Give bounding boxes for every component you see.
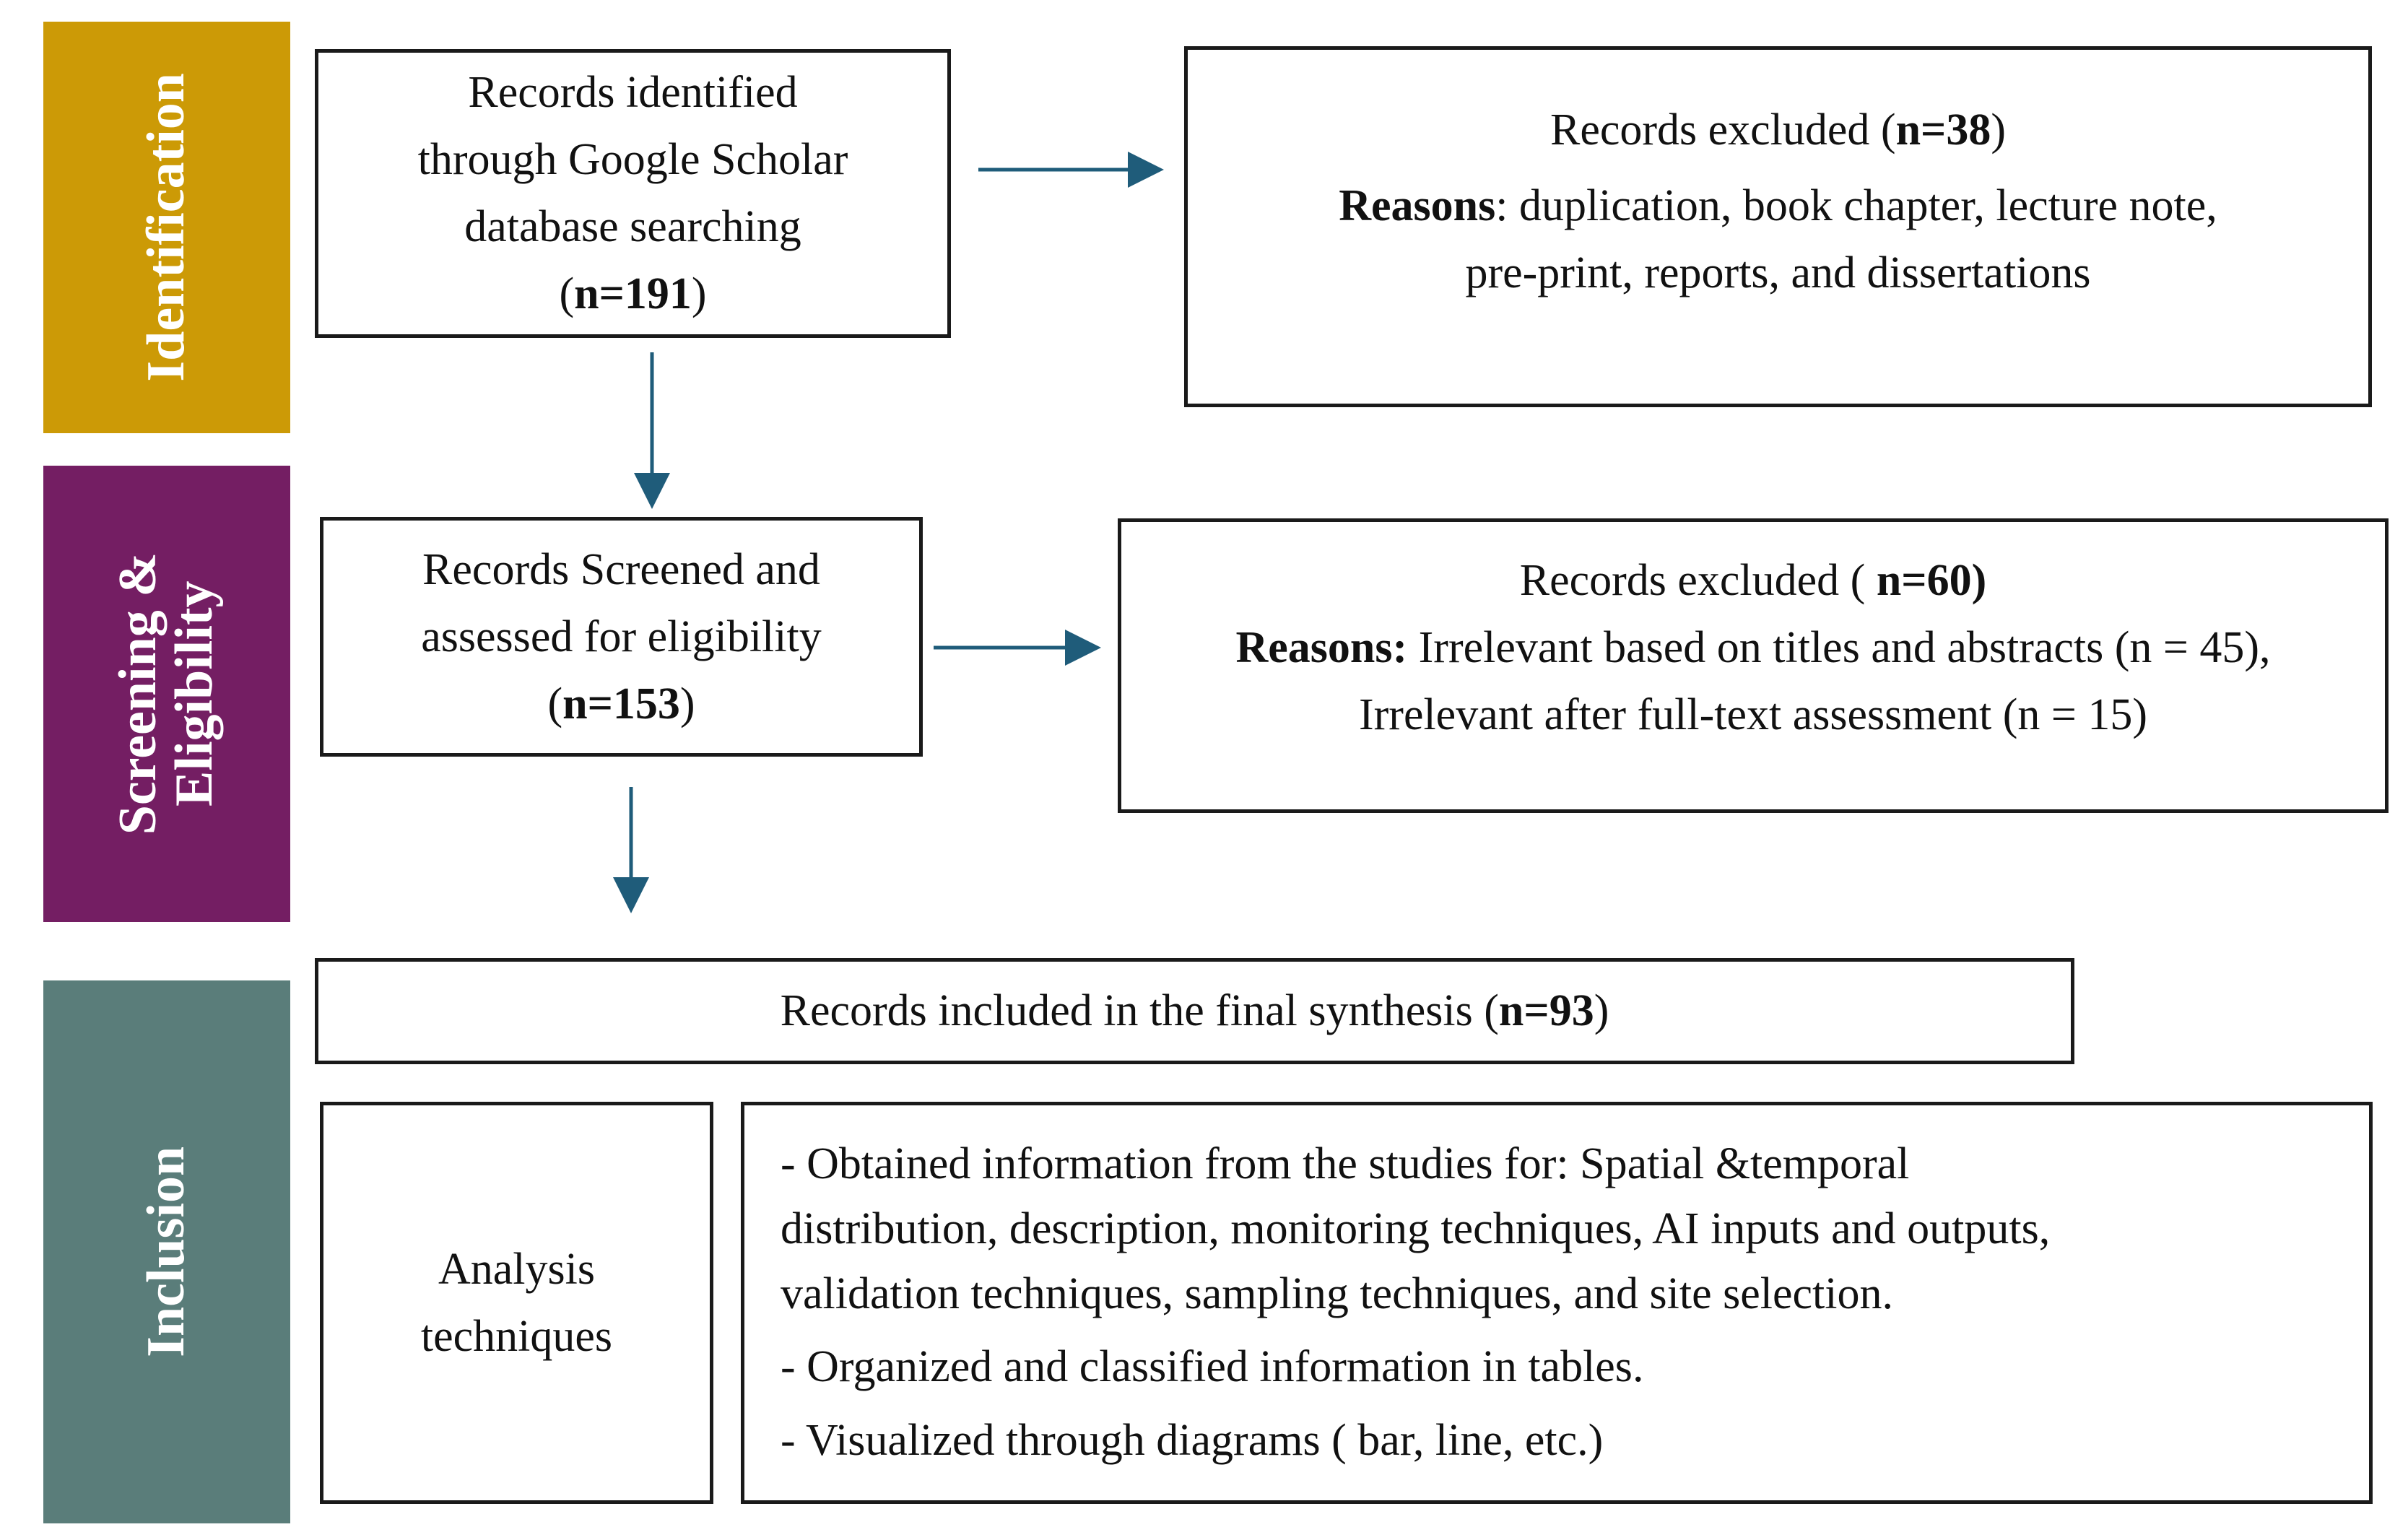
details-item-1-line3: validation techniques, sampling techniqu… bbox=[781, 1269, 1894, 1318]
excluded-1-reasons: Reasons: duplication, book chapter, lect… bbox=[1339, 181, 2217, 230]
stage-identification: Identification bbox=[43, 22, 290, 433]
analysis-line2: techniques bbox=[420, 1311, 613, 1361]
records-excluded-box-2: Records excluded ( n=60) Reasons: Irrele… bbox=[1118, 518, 2389, 813]
screened-line1: Records Screened and bbox=[422, 544, 820, 594]
included-count: n=93 bbox=[1498, 986, 1594, 1035]
stage-inclusion: Inclusion bbox=[43, 980, 290, 1523]
identified-line1: Records identified bbox=[468, 68, 798, 117]
records-excluded-box-1: Records excluded (n=38) Reasons: duplica… bbox=[1184, 46, 2372, 407]
excluded-1-reasons-line2: pre-print, reports, and dissertations bbox=[1465, 248, 2091, 297]
records-included-box: Records included in the final synthesis … bbox=[315, 958, 2074, 1064]
analysis-techniques-box: Analysis techniques bbox=[320, 1102, 713, 1504]
details-item-1: - Obtained information from the studies … bbox=[781, 1132, 2050, 1327]
analysis-line1: Analysis bbox=[438, 1244, 595, 1294]
screened-line2: assessed for eligibility bbox=[421, 612, 822, 661]
included-line: Records included in the final synthesis … bbox=[780, 986, 1609, 1035]
excluded-2-reasons-line2: Irrelevant after full-text assessment (n… bbox=[1359, 690, 2147, 739]
excluded-2-reasons: Reasons: Irrelevant based on titles and … bbox=[1235, 623, 2271, 672]
details-item-1-line1: - Obtained information from the studies … bbox=[781, 1139, 1910, 1188]
stage-screening: Screening & Eligibility bbox=[43, 466, 290, 922]
excluded-1-reasons-label: Reasons bbox=[1339, 181, 1496, 230]
excluded-2-reasons-label: Reasons: bbox=[1235, 623, 1408, 672]
identified-line3: database searching bbox=[464, 202, 801, 251]
screened-count-line: (n=153) bbox=[547, 679, 695, 728]
excluded-1-count: n=38 bbox=[1895, 105, 1991, 155]
identified-line2: through Google Scholar bbox=[417, 135, 848, 184]
details-item-3: - Visualized through diagrams ( bar, lin… bbox=[781, 1416, 1604, 1466]
analysis-details-box: - Obtained information from the studies … bbox=[741, 1102, 2373, 1504]
records-screened-box: Records Screened and assessed for eligib… bbox=[320, 517, 923, 757]
details-item-2: - Organized and classified information i… bbox=[781, 1342, 1644, 1392]
excluded-2-count: n=60) bbox=[1876, 556, 1987, 605]
excluded-2-title: Records excluded ( n=60) bbox=[1519, 556, 1987, 605]
identified-count: n=191 bbox=[574, 269, 692, 318]
screened-count: n=153 bbox=[562, 679, 680, 728]
records-identified-box: Records identified through Google Schola… bbox=[315, 49, 951, 338]
details-item-1-line2: distribution, description, monitoring te… bbox=[781, 1204, 2051, 1253]
excluded-1-title: Records excluded (n=38) bbox=[1549, 105, 2007, 155]
identified-count-line: (n=191) bbox=[559, 269, 707, 318]
